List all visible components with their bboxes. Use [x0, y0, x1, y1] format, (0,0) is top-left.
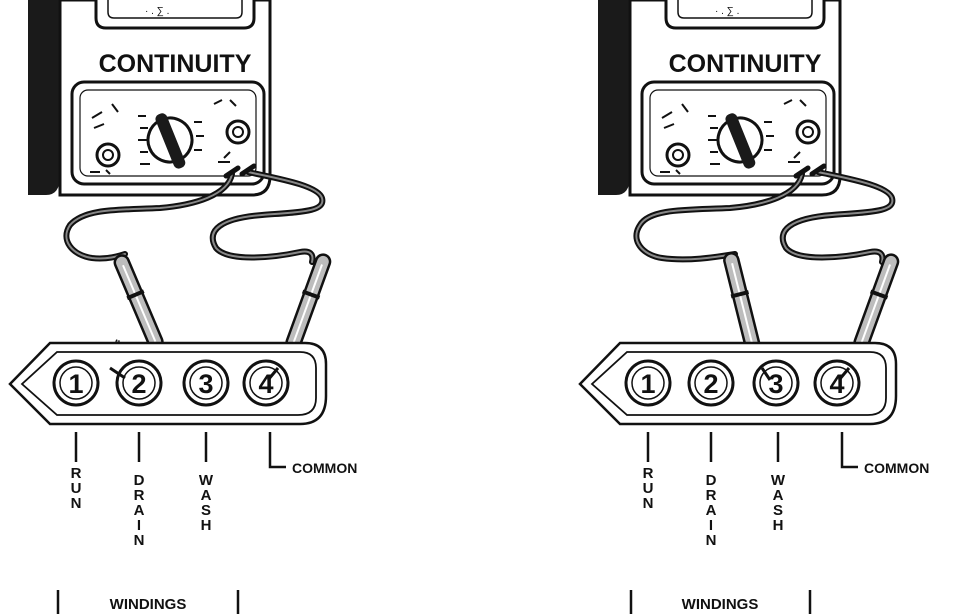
- terminal: 3: [182, 359, 230, 407]
- windings-bracket: [56, 590, 240, 614]
- terminal-block: 1 2 3 4: [578, 341, 898, 426]
- terminal-number: 2: [131, 369, 146, 399]
- terminal: 1: [624, 359, 672, 407]
- terminal-number: 1: [640, 369, 655, 399]
- terminal-block: 1 2 3 4: [8, 341, 328, 426]
- panel-markings: [660, 99, 807, 175]
- selector-knob: [146, 113, 194, 169]
- terminal-number: 2: [703, 369, 718, 399]
- continuity-tester-meter: · . ∑ . CONTINUITY: [28, 0, 272, 197]
- windings-label: WINDINGS: [682, 596, 759, 613]
- windings-bracket: [629, 590, 812, 614]
- terminal: 1: [52, 359, 100, 407]
- diagram-right: · . ∑ . CONTINUITY: [578, 0, 929, 614]
- test-leads: [63, 163, 326, 265]
- meter-label: CONTINUITY: [99, 50, 252, 78]
- terminal-number: 4: [829, 369, 844, 399]
- common-label: COMMON: [864, 460, 929, 476]
- terminal: 4: [242, 359, 290, 407]
- terminal: 2: [687, 359, 735, 407]
- test-leads: [633, 163, 896, 265]
- wire-leads: [646, 432, 858, 469]
- terminal-number: 3: [198, 369, 213, 399]
- terminal-number: 4: [258, 369, 273, 399]
- panel-markings: [90, 99, 237, 175]
- terminal: 4: [813, 359, 861, 407]
- diagram-left: · . ∑ . CONTINUITY: [8, 0, 357, 614]
- terminal-number: 3: [768, 369, 783, 399]
- windings-label: WINDINGS: [110, 596, 187, 613]
- terminal: 2: [115, 359, 163, 407]
- svg-text:· . ∑ .: · . ∑ .: [715, 6, 739, 17]
- svg-text:· . ∑ .: · . ∑ .: [145, 6, 169, 17]
- wire-leads: [74, 432, 286, 469]
- terminal-number: 1: [68, 369, 83, 399]
- selector-knob: [716, 113, 764, 169]
- continuity-tester-meter: · . ∑ . CONTINUITY: [598, 0, 842, 197]
- common-label: COMMON: [292, 460, 357, 476]
- terminal: 3: [752, 359, 800, 407]
- meter-label: CONTINUITY: [669, 50, 822, 78]
